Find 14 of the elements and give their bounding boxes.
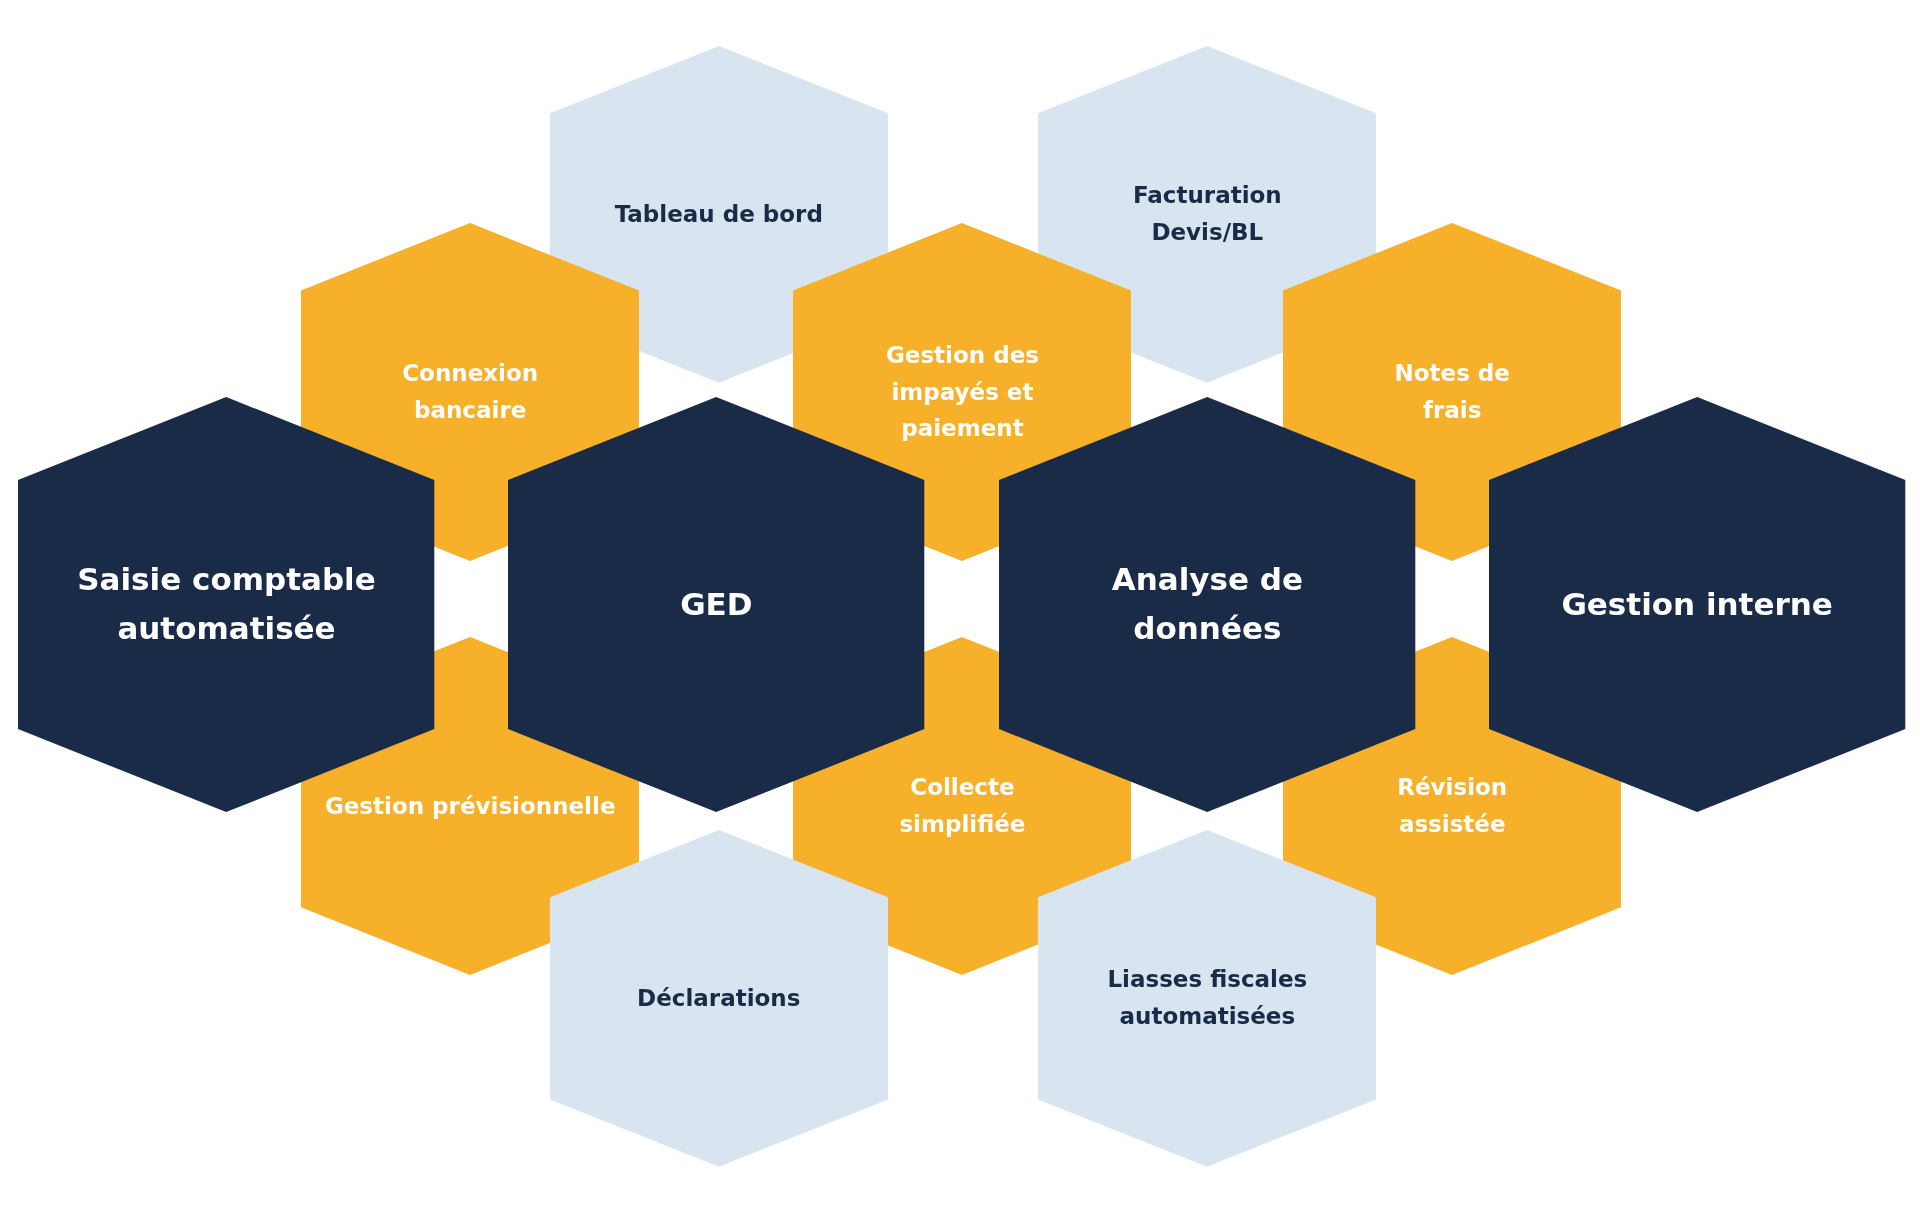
hexagon-label: Tableau de bord — [614, 199, 823, 229]
hexagon-label: Saisie comptable automatisée — [76, 560, 377, 649]
hexagon-label: Collecte simplifiée — [898, 772, 1027, 839]
hexagon-label: Gestion interne — [1561, 585, 1833, 625]
hexagon-label: Révision assistée — [1396, 772, 1509, 839]
hexagon-label: Connexion bancaire — [401, 359, 540, 425]
hexagon-label: Gestion des impayés et paiement — [884, 340, 1040, 444]
hexagon-label: Liasses fiscales automatisées — [1106, 965, 1309, 1031]
hexagon-label: Déclarations — [637, 983, 801, 1013]
hexagon-label: Gestion prévisionnelle — [324, 791, 616, 821]
hexagon-label: Notes de frais — [1393, 359, 1511, 425]
hexagon-label: GED — [680, 585, 753, 625]
hexagon-label: Analyse de données — [1110, 560, 1304, 649]
hexagon-label: Facturation Devis/BL — [1131, 181, 1283, 248]
